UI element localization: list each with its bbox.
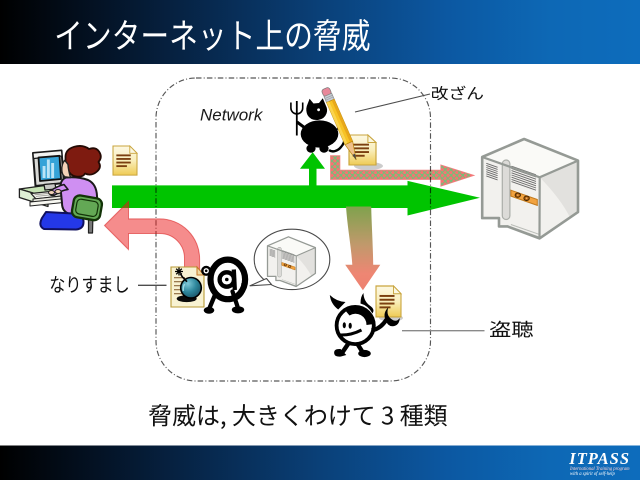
svg-text:Network: Network: [200, 106, 264, 125]
svg-text:ITPASS: ITPASS: [568, 449, 630, 468]
svg-text:International Training program: International Training program: [569, 467, 630, 472]
svg-text:with a spirit of self-help: with a spirit of self-help: [570, 472, 615, 477]
